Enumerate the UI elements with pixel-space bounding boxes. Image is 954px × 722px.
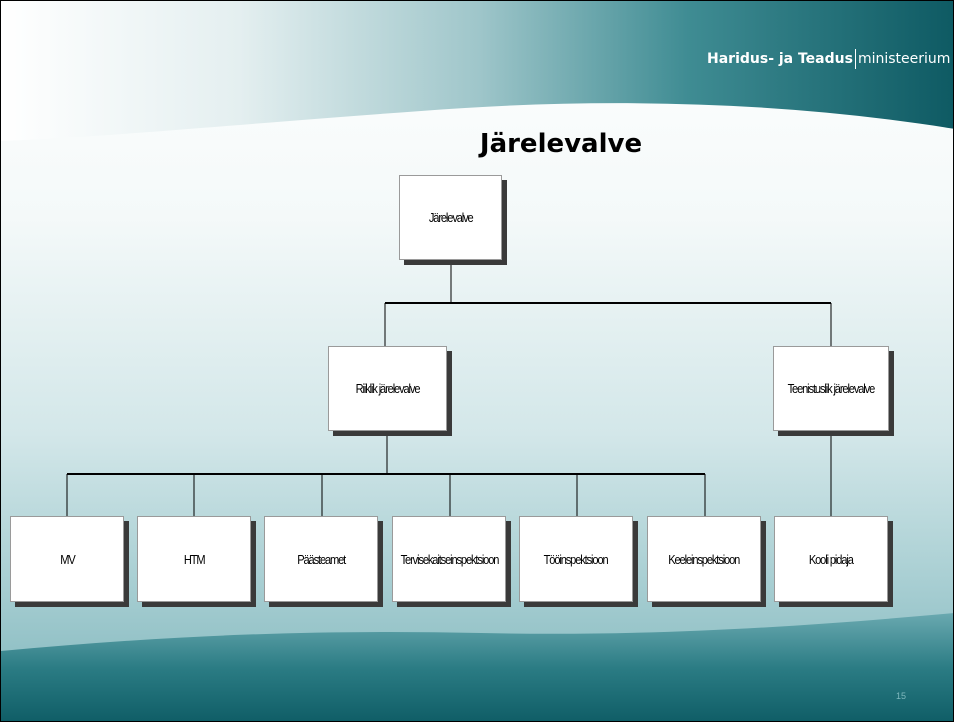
org-node-label: Tervisekaitseinspektsioon [400, 551, 499, 567]
org-node-htm: HTM [137, 516, 251, 602]
org-node-label: HTM [183, 551, 206, 567]
org-node-label: Järelevalve [428, 210, 474, 225]
org-node-label: Keeleinspektsioon [668, 551, 741, 567]
org-node-teenistuslik-jarelevalve: Teenistuslik järelevalve [773, 346, 889, 431]
org-node-riiklik-jarelevalve: Riiklik järelevalve [328, 346, 447, 431]
org-node-label: Teenistuslik järelevalve [787, 381, 876, 396]
org-node-label: Kooli pidaja [809, 551, 854, 567]
org-node-label: Tööinspektsioon [544, 551, 609, 567]
org-node-label: Päästeamet [297, 551, 346, 567]
org-node-mv: MV [10, 516, 124, 602]
brand-separator [854, 49, 856, 69]
org-node-root: Järelevalve [399, 175, 502, 260]
org-node-label: MV [59, 551, 75, 567]
org-node-tervisekaitseinspektsioon: Tervisekaitseinspektsioon [392, 516, 506, 602]
brand-logo-bold: Haridus- ja Teadus [707, 51, 853, 67]
page-number: 15 [896, 691, 907, 701]
org-node-keeleinspektsioon: Keeleinspektsioon [647, 516, 761, 602]
org-node-tooinspektsioon: Tööinspektsioon [519, 516, 633, 602]
org-node-paasteamet: Päästeamet [264, 516, 378, 602]
brand-logo-light: ministeerium [857, 51, 951, 67]
org-node-label: Riiklik järelevalve [355, 381, 421, 396]
slide-title: Järelevalve [479, 129, 643, 159]
org-node-kooli-pidaja: Kooli pidaja [774, 516, 888, 602]
